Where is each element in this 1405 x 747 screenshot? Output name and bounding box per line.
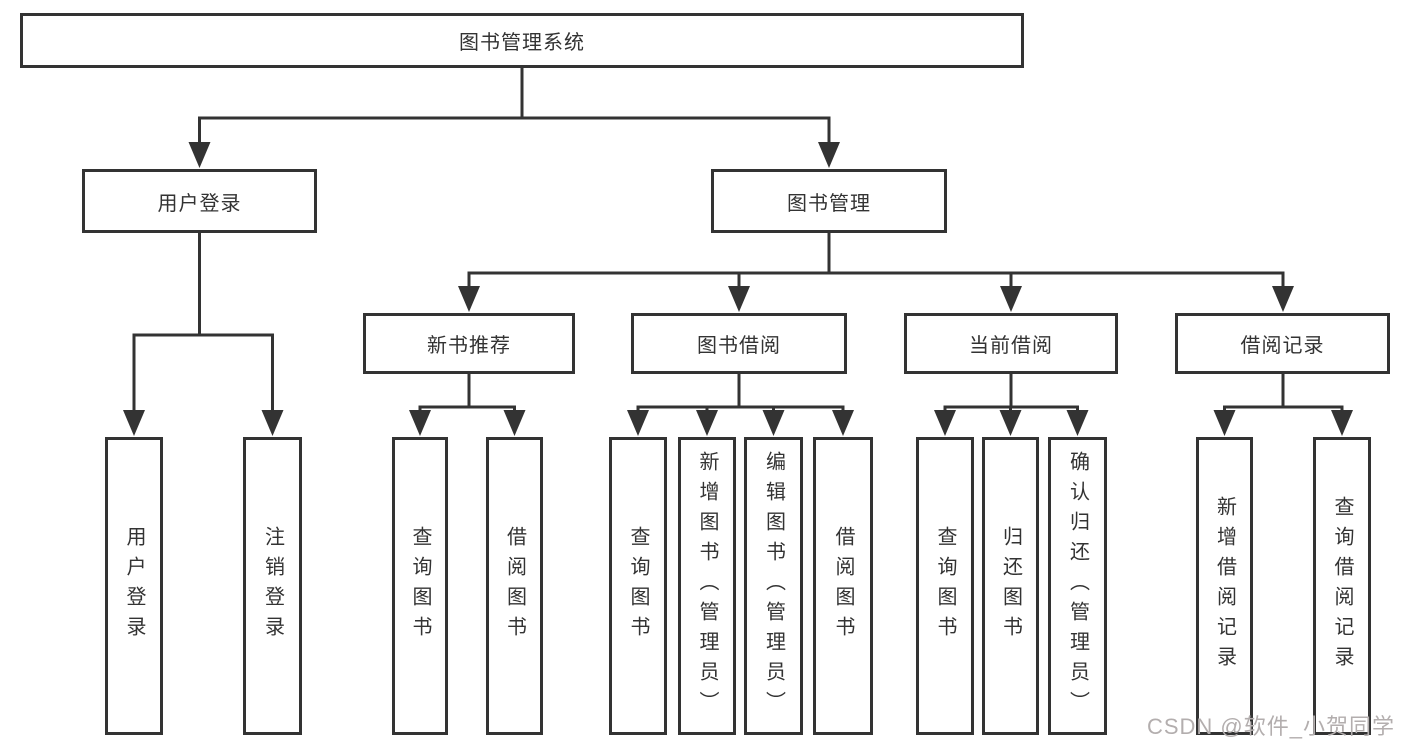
node-current-borrow: 当前借阅	[904, 313, 1118, 374]
leaf-return-books-label: 归还图书	[999, 526, 1022, 646]
leaf-add-books-admin: 新增图书（管理员）	[678, 437, 736, 735]
leaf-confirm-return-admin: 确认归还（管理员）	[1048, 437, 1107, 735]
node-new-books: 新书推荐	[363, 313, 575, 374]
leaf-user-login: 用户登录	[105, 437, 163, 735]
node-user-login: 用户登录	[82, 169, 317, 233]
node-root-label: 图书管理系统	[459, 32, 585, 54]
node-borrow-records-label: 借阅记录	[1240, 335, 1325, 357]
leaf-edit-books-admin: 编辑图书（管理员）	[744, 437, 803, 735]
leaf-query-borrow-record-label: 查询借阅记录	[1331, 496, 1353, 676]
leaf-query-books-2: 查询图书	[609, 437, 667, 735]
leaf-add-books-admin-label: 新增图书（管理员）	[696, 451, 718, 721]
leaf-query-books-1-label: 查询图书	[409, 526, 431, 646]
node-root: 图书管理系统	[20, 13, 1024, 68]
leaf-return-books: 归还图书	[982, 437, 1039, 735]
leaf-borrow-books-2-label: 借阅图书	[832, 526, 854, 646]
leaf-user-login-label: 用户登录	[123, 526, 145, 646]
node-book-borrow: 图书借阅	[631, 313, 847, 374]
leaf-logout-login: 注销登录	[243, 437, 302, 735]
node-current-borrow-label: 当前借阅	[969, 335, 1053, 357]
leaf-edit-books-admin-label: 编辑图书（管理员）	[762, 451, 785, 721]
leaf-add-borrow-record: 新增借阅记录	[1196, 437, 1253, 735]
node-user-login-label: 用户登录	[157, 192, 242, 215]
leaf-borrow-books-2: 借阅图书	[813, 437, 873, 735]
leaf-add-borrow-record-label: 新增借阅记录	[1213, 496, 1236, 676]
leaf-query-books-3-label: 查询图书	[934, 526, 956, 646]
node-new-books-label: 新书推荐	[427, 335, 511, 357]
leaf-confirm-return-admin-label: 确认归还（管理员）	[1066, 451, 1089, 721]
leaf-borrow-books-1-label: 借阅图书	[503, 526, 526, 646]
leaf-logout-login-label: 注销登录	[261, 526, 284, 646]
node-book-mgmt: 图书管理	[711, 169, 947, 233]
arrowheads	[123, 142, 1353, 436]
leaf-query-books-1: 查询图书	[392, 437, 448, 735]
leaf-query-borrow-record: 查询借阅记录	[1313, 437, 1371, 735]
node-book-borrow-label: 图书借阅	[697, 335, 781, 357]
node-borrow-records: 借阅记录	[1175, 313, 1390, 374]
leaf-borrow-books-1: 借阅图书	[486, 437, 543, 735]
leaf-query-books-2-label: 查询图书	[627, 526, 649, 646]
watermark: CSDN @软件_小贺同学	[1146, 714, 1395, 739]
node-book-mgmt-label: 图书管理	[787, 192, 871, 215]
leaf-query-books-3: 查询图书	[916, 437, 974, 735]
